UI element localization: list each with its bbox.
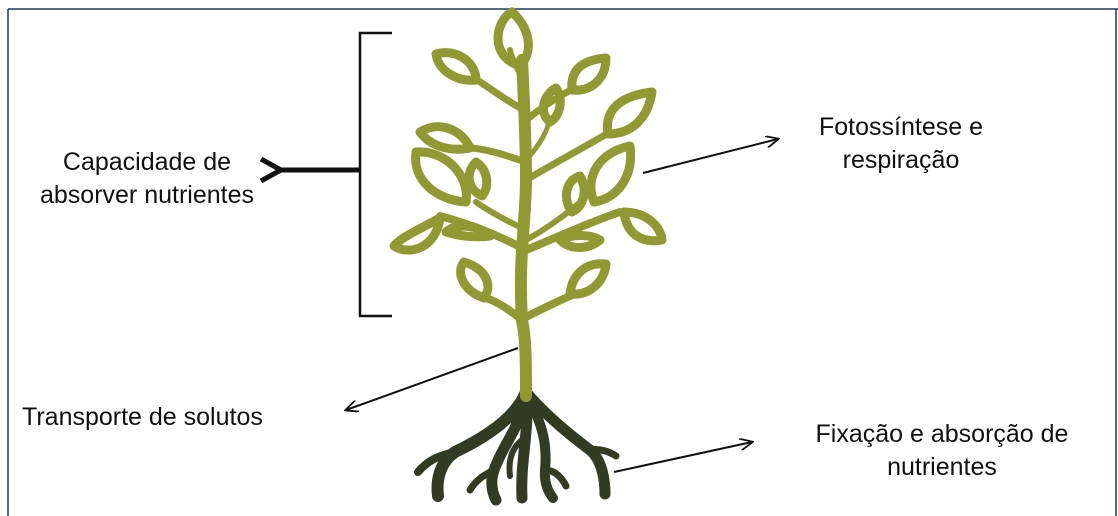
- label-fotossintese-line1: Fotossíntese e: [776, 111, 1026, 144]
- arrow-to-fotossintese: [643, 139, 778, 173]
- label-fixacao-line1: Fixação e absorção de: [772, 418, 1112, 451]
- label-capacidade-line1: Capacidade de: [4, 146, 290, 179]
- leaf-right-large: [591, 146, 631, 202]
- leaf-lower-left: [394, 218, 440, 250]
- leaf-right-small: [566, 176, 584, 212]
- roots: [418, 392, 616, 500]
- leaf-bottom-right: [570, 264, 606, 294]
- leaf-bottom-left: [461, 262, 488, 298]
- label-fixacao-line2: nutrientes: [772, 451, 1112, 484]
- label-capacidade: Capacidade de absorver nutrientes: [4, 146, 290, 212]
- arrow-to-fixacao: [614, 442, 752, 472]
- arrow-to-transporte: [346, 348, 518, 410]
- label-fotossintese-line2: respiração: [776, 144, 1026, 177]
- label-capacidade-line2: absorver nutrientes: [4, 179, 290, 212]
- label-fotossintese: Fotossíntese e respiração: [776, 111, 1026, 177]
- shoot-bracket: [360, 33, 392, 316]
- leaf-left-large: [416, 152, 467, 202]
- label-transporte-line1: Transporte de solutos: [22, 401, 342, 434]
- label-transporte: Transporte de solutos: [22, 401, 342, 434]
- leaf-left-mid: [420, 127, 470, 149]
- leaf-lower-left-inner: [446, 226, 490, 237]
- leaf-left-small: [469, 162, 487, 196]
- leaf-right-mid: [607, 92, 652, 134]
- leaf-lower-right: [624, 212, 662, 241]
- label-fixacao: Fixação e absorção de nutrientes: [772, 418, 1112, 484]
- leaf-lower-right-inner: [560, 236, 600, 248]
- leaf-upper-left: [436, 53, 476, 81]
